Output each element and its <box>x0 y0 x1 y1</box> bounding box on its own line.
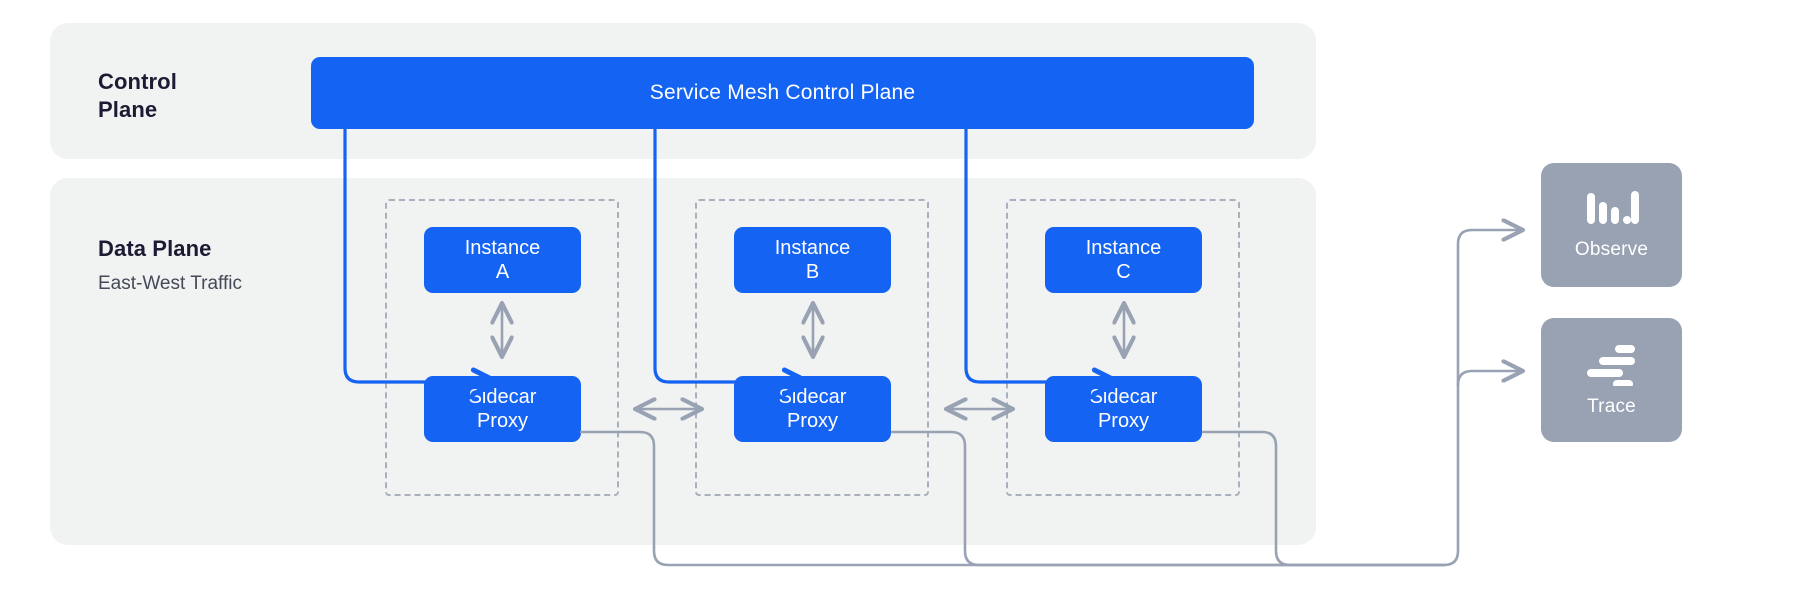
observe-card[interactable]: Observe <box>1541 163 1682 287</box>
trunk-to-observe-wire <box>1456 230 1521 250</box>
sidecar-proxy-a-label: Sidecar Proxy <box>468 385 537 432</box>
observe-card-label: Observe <box>1574 239 1649 260</box>
telemetry-trunk-wire <box>1442 246 1460 567</box>
bar-chart-icon <box>1586 191 1639 224</box>
trunk-to-trace-wire <box>1456 371 1521 387</box>
trace-card-label: Trace <box>1587 396 1636 417</box>
data-plane-label: Data Plane <box>98 236 212 261</box>
control-plane-label: Control Plane <box>98 69 177 123</box>
instance-b-label: Instance B <box>774 236 851 283</box>
instance-a-label: Instance A <box>464 236 541 283</box>
trace-waterfall-icon <box>1586 345 1635 386</box>
trace-card[interactable]: Trace <box>1541 318 1682 442</box>
sidecar-proxy-c-box[interactable]: Sidecar Proxy <box>1045 376 1202 442</box>
service-mesh-control-plane-bar[interactable]: Service Mesh Control Plane <box>311 57 1254 129</box>
sidecar-proxy-c-label: Sidecar Proxy <box>1089 385 1158 432</box>
control-plane-bar-label: Service Mesh Control Plane <box>649 81 916 104</box>
sidecar-proxy-a-box[interactable]: Sidecar Proxy <box>424 376 581 442</box>
sidecar-proxy-b-box[interactable]: Sidecar Proxy <box>734 376 891 442</box>
instance-b-box[interactable]: Instance B <box>734 227 891 293</box>
sidecar-proxy-b-label: Sidecar Proxy <box>778 385 847 432</box>
instance-c-label: Instance C <box>1085 236 1162 283</box>
data-plane-sublabel: East-West Traffic <box>98 273 242 294</box>
instance-a-box[interactable]: Instance A <box>424 227 581 293</box>
instance-c-box[interactable]: Instance C <box>1045 227 1202 293</box>
